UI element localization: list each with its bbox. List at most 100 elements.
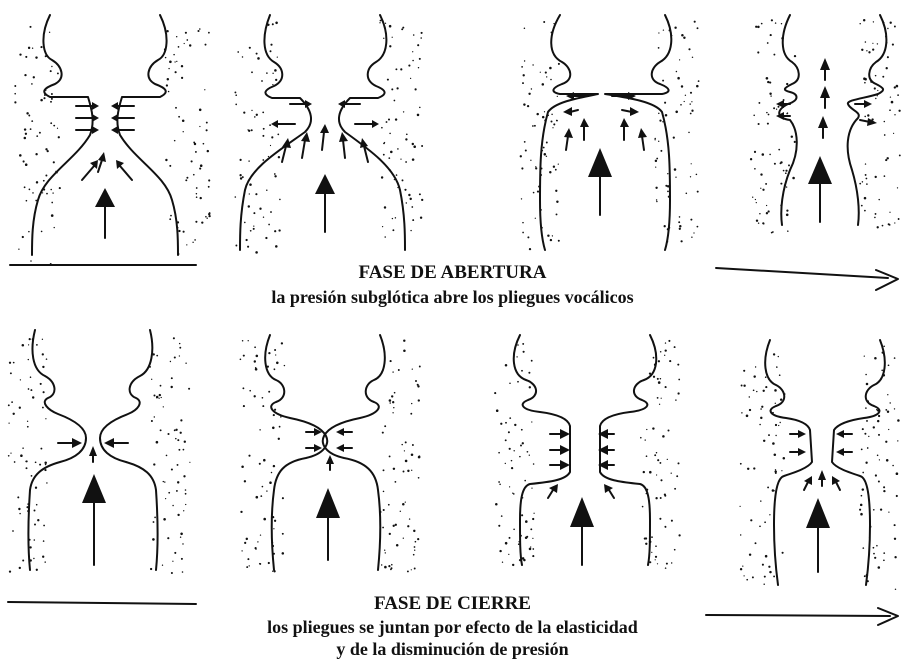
stipple-dot: [897, 419, 900, 422]
stipple-dot: [255, 193, 257, 195]
stipple-dot: [657, 397, 659, 399]
closing-phase-title: FASE DE CIERRE: [0, 593, 905, 615]
stipple-dot: [182, 571, 184, 573]
stipple-dot: [860, 513, 863, 516]
stipple-dot: [549, 67, 552, 70]
stipple-dot: [277, 57, 278, 58]
stipple-dot: [29, 26, 31, 28]
stipple-dot: [414, 550, 415, 551]
stipple-dot: [683, 37, 685, 39]
stipple-dot: [749, 553, 751, 555]
stipple-dot: [386, 121, 388, 123]
stipple-dot: [674, 549, 676, 551]
stipple-dot: [645, 537, 647, 539]
stipple-dot: [511, 467, 513, 469]
stipple-dot: [888, 511, 889, 512]
stipple-dot: [270, 211, 272, 213]
stipple-dot: [418, 67, 419, 68]
stipple-dot: [786, 186, 787, 187]
stipple-dot: [540, 72, 541, 73]
stipple-dot: [775, 424, 777, 426]
stipple-dot: [185, 504, 186, 505]
stipple-dot: [884, 175, 886, 177]
stipple-dot: [780, 399, 782, 401]
stipple-dot: [872, 43, 873, 44]
stipple-dot: [511, 460, 513, 462]
stipple-dot: [253, 225, 254, 226]
stipple-dot: [279, 426, 281, 428]
stipple-dot: [409, 198, 411, 200]
stipple-dot: [662, 80, 664, 82]
stipple-dot: [861, 205, 863, 207]
stipple-dot: [44, 561, 45, 562]
stipple-dot: [43, 391, 45, 393]
stipple-dot: [411, 453, 414, 456]
stipple-dot: [396, 174, 398, 176]
stipple-dot: [528, 93, 530, 95]
stipple-dot: [393, 468, 395, 470]
stipple-dot: [179, 343, 180, 344]
stipple-dot: [760, 500, 761, 501]
stipple-dot: [32, 48, 33, 49]
airflow-arrow-main-head: [588, 148, 612, 177]
stipple-dot: [502, 562, 503, 563]
stipple-dot: [8, 404, 10, 406]
stipple-dot: [251, 71, 253, 73]
stipple-dot: [774, 470, 776, 472]
stipple-dot: [873, 426, 875, 428]
stipple-dot: [752, 197, 753, 198]
stipple-dot: [405, 441, 407, 443]
stipple-dot: [163, 518, 166, 521]
stipple-dot: [513, 493, 515, 495]
stipple-dot: [414, 546, 416, 548]
stipple-dot: [419, 58, 421, 60]
stipple-dot: [194, 239, 196, 241]
stipple-dot: [762, 222, 764, 224]
stipple-dot: [279, 199, 281, 201]
stipple-dot: [786, 83, 788, 85]
stipple-dot: [753, 389, 755, 391]
stipple-dot: [696, 85, 699, 88]
stipple-dot: [203, 143, 205, 145]
stipple-dot: [509, 448, 511, 450]
stipple-dot: [51, 214, 54, 217]
stipple-dot: [268, 562, 270, 564]
stipple-dot: [891, 101, 894, 104]
stipple-dot: [266, 72, 268, 74]
stipple-dot: [42, 353, 44, 355]
stipple-dot: [389, 25, 392, 28]
stipple-dot: [768, 434, 770, 436]
stipple-dot: [656, 201, 657, 202]
stipple-dot: [861, 495, 863, 497]
stipple-dot: [763, 390, 765, 392]
stipple-dot: [392, 229, 394, 231]
stipple-dot: [394, 481, 396, 483]
stipple-dot: [545, 72, 547, 74]
stipple-dot: [767, 42, 769, 44]
stipple-dot: [37, 519, 39, 521]
stipple-dot: [877, 420, 879, 422]
stipple-dot: [655, 160, 657, 162]
stipple-dot: [692, 57, 693, 58]
stipple-dot: [413, 530, 415, 532]
stipple-dot: [263, 518, 266, 521]
stipple-dot: [42, 339, 43, 340]
stipple-dot: [762, 153, 765, 156]
stipple-dot: [391, 564, 393, 566]
stipple-dot: [778, 425, 779, 426]
stipple-dot: [877, 455, 879, 457]
stipple-dot: [521, 66, 523, 68]
stipple-dot: [885, 159, 887, 161]
stipple-dot: [408, 65, 410, 67]
stipple-dot: [533, 513, 534, 514]
stipple-dot: [272, 23, 274, 25]
stipple-dot: [13, 362, 15, 364]
stipple-dot: [411, 470, 412, 471]
stipple-dot: [384, 236, 386, 238]
stipple-dot: [199, 126, 200, 127]
stipple-dot: [169, 61, 172, 64]
opening-frame-2: [240, 15, 405, 250]
stipple-dot: [890, 22, 892, 24]
stipple-dot: [278, 229, 280, 231]
stipple-dot: [740, 534, 741, 535]
